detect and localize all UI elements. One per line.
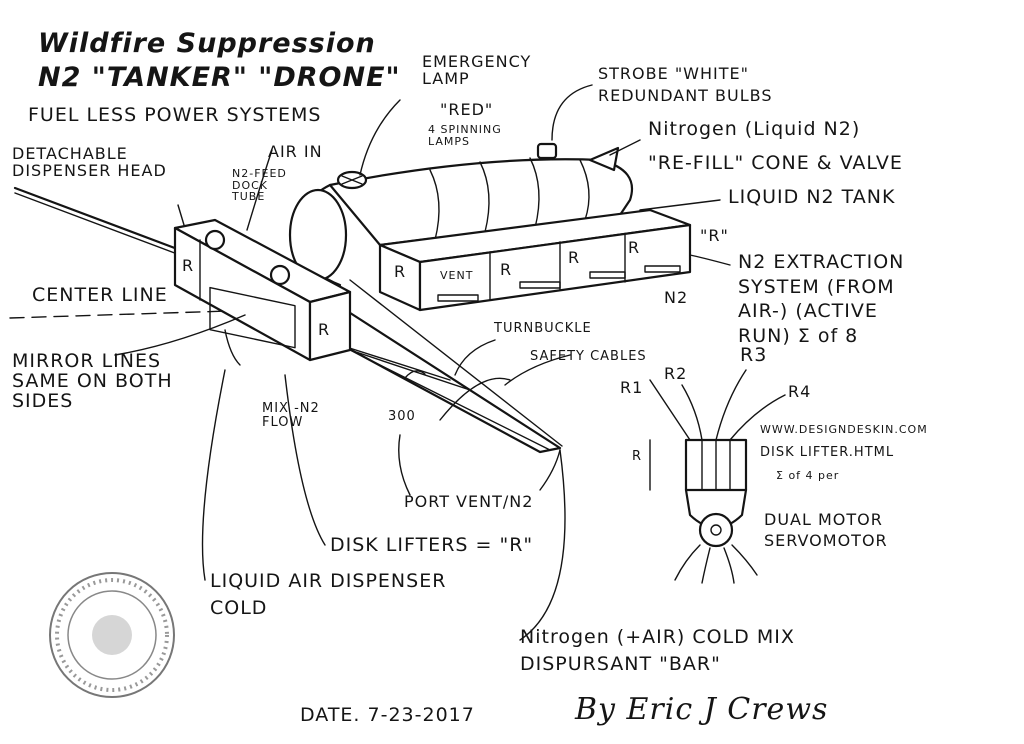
- dispenser-head: [173, 218, 352, 366]
- box-r-ext-1: R: [394, 262, 407, 281]
- label-spinning-lamps: 4 SPINNING LAMPS: [428, 123, 502, 148]
- leader-lines: [114, 84, 731, 641]
- label-liquid-air: LIQUID AIR DISPENSER COLD: [210, 570, 447, 619]
- label-strobe: STROBE "WHITE": [598, 64, 749, 83]
- title-line2: N2 "TANKER" "DRONE": [38, 62, 401, 93]
- disk-lifter-detail: [649, 369, 786, 584]
- strobe-cap: [536, 142, 558, 160]
- label-r-side: R: [632, 449, 643, 464]
- seal-stamp: [49, 572, 175, 698]
- label-center-line: CENTER LINE: [32, 284, 168, 306]
- label-port-vent: PORT VENT/N2: [404, 492, 534, 511]
- label-r3: R3: [740, 344, 768, 366]
- box-r-head: R: [182, 256, 195, 275]
- label-nitrogen-liquid: Nitrogen (Liquid N2): [648, 118, 861, 140]
- label-air-in: AIR IN: [268, 142, 323, 161]
- box-r-ext-2: R: [500, 260, 513, 279]
- label-dual-motor: DUAL MOTOR SERVOMOTOR: [764, 510, 888, 550]
- box-r-ext-3: R: [568, 248, 581, 267]
- refill-cone: [588, 146, 620, 172]
- title-line3: FUEL LESS POWER SYSTEMS: [28, 104, 322, 126]
- label-emergency-lamp: EMERGENCY LAMP: [422, 52, 532, 88]
- extraction-units: [378, 208, 692, 312]
- label-r2: R2: [664, 364, 688, 383]
- label-r-quote: "R": [700, 226, 729, 245]
- label-cold-mix: Nitrogen (+AIR) COLD MIX DISPURSANT "BAR…: [520, 626, 795, 675]
- label-safety-cables: SAFETY CABLES: [530, 349, 647, 364]
- label-lamp-red: "RED": [440, 100, 494, 119]
- label-website: WWW.DESIGNDESKIN.COM: [760, 423, 928, 436]
- boom-line: [13, 186, 182, 256]
- label-disk-lifters: DISK LIFTERS = "R": [330, 534, 534, 556]
- label-mirror-lines: MIRROR LINES SAME ON BOTH SIDES: [12, 350, 173, 412]
- date: DATE. 7-23-2017: [300, 704, 475, 726]
- label-n2: N2: [664, 288, 689, 307]
- label-refill-cone: "RE-FILL" CONE & VALVE: [648, 152, 903, 174]
- label-liquid-tank: LIQUID N2 TANK: [728, 186, 896, 208]
- label-mix-flow: MIX -N2 FLOW: [262, 401, 320, 430]
- label-r4: R4: [788, 382, 812, 401]
- box-r-ext-4: R: [628, 238, 641, 257]
- label-r1: R1: [620, 378, 644, 397]
- box-r-head-side: R: [318, 320, 331, 339]
- label-sum-4: Σ of 4 per: [776, 469, 840, 482]
- center-line: [9, 309, 261, 319]
- emergency-lamp: [336, 170, 368, 190]
- signature: By Eric J Crews: [575, 692, 829, 727]
- safety-cables: [329, 279, 563, 449]
- label-detachable-head: DETACHABLE DISPENSER HEAD: [12, 144, 167, 180]
- liquid-n2-tank: [288, 157, 634, 287]
- label-vent: VENT: [440, 269, 474, 282]
- label-n2-feed: N2-FEED DOCK TUBE: [232, 167, 287, 204]
- label-extraction: N2 EXTRACTION SYSTEM (FROM AIR-) (ACTIVE…: [738, 251, 905, 348]
- label-dist-300: 300: [388, 409, 416, 424]
- label-disk-lifter-html: DISK LIFTER.HTML: [760, 445, 895, 460]
- title-line1: Wildfire Suppression: [38, 28, 376, 59]
- label-turnbuckle: TURNBUCKLE: [494, 321, 592, 336]
- label-redundant-bulbs: REDUNDANT BULBS: [598, 86, 773, 105]
